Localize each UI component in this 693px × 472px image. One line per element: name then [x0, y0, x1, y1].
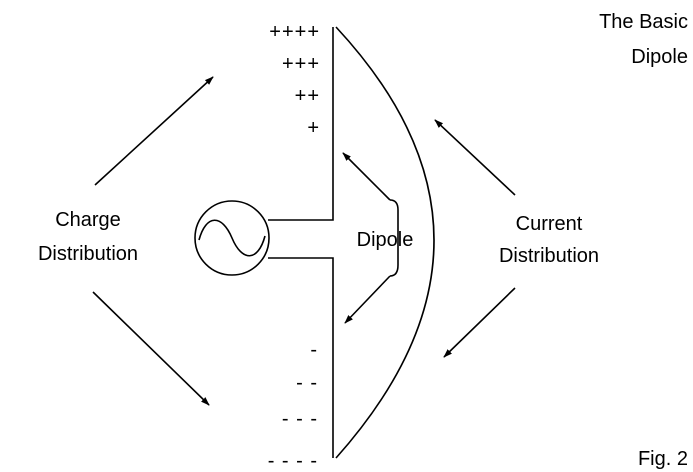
charge-arrow-upper [94, 76, 214, 186]
negative-charge-row: - - - - [268, 450, 318, 472]
title-line-2: Dipole [631, 46, 688, 68]
current-arrow-lower [443, 287, 516, 358]
positive-charge-row: +++ [282, 53, 320, 75]
figure-label: Fig. 2 [638, 448, 688, 470]
dipole-lower-element [268, 257, 334, 458]
positive-charge-group: ++++ +++ ++ + [269, 21, 320, 139]
current-distribution-curve [335, 26, 435, 459]
current-distribution-label-line-1: Current [516, 213, 583, 235]
charge-arrow-lower [92, 291, 210, 406]
current-distribution-label-line-2: Distribution [499, 245, 599, 267]
negative-charge-row: - - - [282, 408, 318, 430]
dipole-arrow-upper [342, 152, 391, 201]
title-line-1: The Basic [599, 11, 688, 33]
dipole-label: Dipole [357, 229, 414, 251]
charge-distribution-label-line-1: Charge [55, 209, 121, 231]
ac-source-icon [194, 200, 270, 276]
negative-charge-row: - - [296, 372, 318, 394]
dipole-arrow-lower [344, 275, 391, 324]
positive-charge-row: ++++ [269, 21, 320, 43]
positive-charge-row: ++ [295, 85, 320, 107]
dipole-bracket [389, 199, 399, 277]
positive-charge-row: + [307, 117, 320, 139]
current-arrow-upper [434, 119, 516, 196]
charge-distribution-label-line-2: Distribution [38, 243, 138, 265]
dipole-upper-element [268, 27, 334, 221]
negative-charge-row: - [310, 339, 318, 361]
negative-charge-group: - - - - - - - - - - [268, 339, 318, 472]
